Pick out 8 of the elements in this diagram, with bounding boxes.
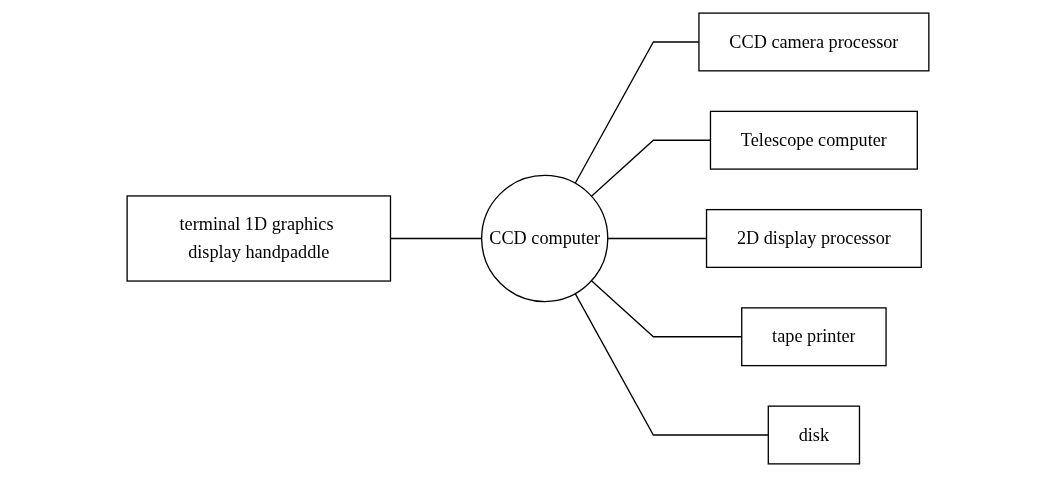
node-box: disk [767,405,860,465]
node-box: tape printer [740,307,887,367]
node-box: 2D display processor [705,208,922,269]
connector [590,280,742,338]
node-box: terminal 1D graphics display handpaddle [125,195,391,282]
node-circle: CCD computer [480,174,608,303]
node-box: Telescope computer [709,110,918,170]
node-box: CCD camera processor [697,12,929,72]
